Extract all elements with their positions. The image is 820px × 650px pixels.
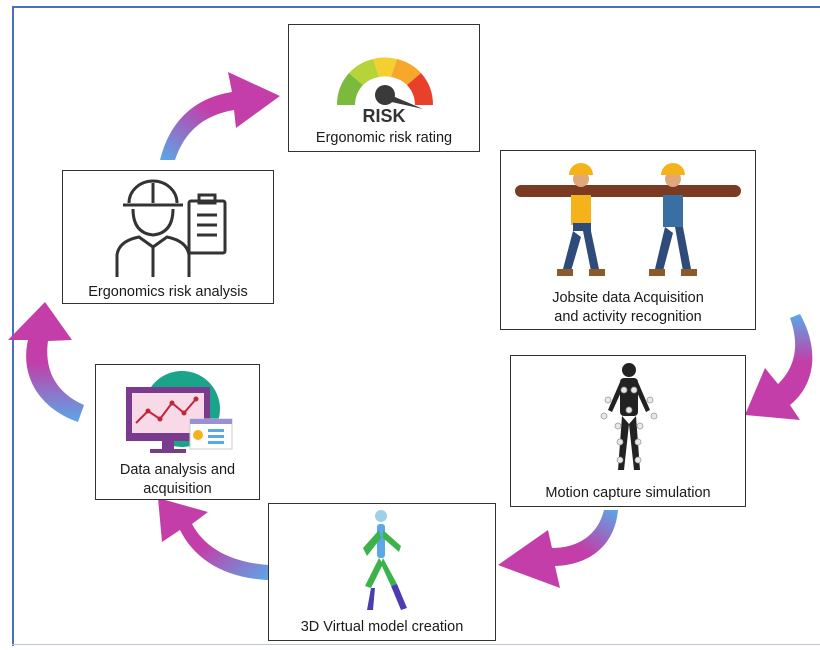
step-caption-jobsite-line1: Jobsite data Acquisition bbox=[552, 290, 704, 306]
step-caption-risk-rating: Ergonomic risk rating bbox=[315, 130, 453, 146]
skeleton-model-icon bbox=[363, 510, 407, 610]
risk-gauge-label: RISK bbox=[362, 106, 406, 126]
monitor-chart-icon bbox=[126, 371, 233, 453]
frame-bottom-border bbox=[12, 644, 820, 645]
arrow-analysis-to-rating bbox=[160, 72, 280, 160]
step-caption-data-analysis-line1: Data analysis and bbox=[119, 462, 236, 478]
workers-carrying-log-icon bbox=[515, 163, 741, 276]
arrow-model-to-data bbox=[158, 498, 268, 580]
arrow-jobsite-to-motion bbox=[745, 314, 813, 420]
step-caption-virtual-model: 3D Virtual model creation bbox=[300, 619, 464, 635]
step-jobsite: Jobsite data Acquisition and activity re… bbox=[500, 150, 756, 330]
step-motion-capture: Motion capture simulation bbox=[510, 355, 746, 507]
step-virtual-model: 3D Virtual model creation bbox=[268, 503, 496, 641]
step-risk-analysis: Ergonomics risk analysis bbox=[62, 170, 274, 304]
worker-clipboard-icon bbox=[115, 179, 227, 277]
step-risk-rating: RISK Ergonomic risk rating bbox=[288, 24, 480, 152]
step-caption-jobsite-line2: and activity recognition bbox=[554, 309, 702, 325]
step-data-analysis: Data analysis and acquisition bbox=[95, 364, 260, 500]
arrow-motion-to-model bbox=[498, 510, 618, 588]
motion-capture-suit-icon bbox=[600, 363, 658, 470]
risk-gauge-icon bbox=[336, 57, 434, 109]
step-caption-data-analysis-line2: acquisition bbox=[143, 481, 212, 497]
frame-top-border bbox=[12, 6, 820, 8]
arrow-data-to-analysis bbox=[8, 302, 84, 422]
step-caption-risk-analysis: Ergonomics risk analysis bbox=[88, 284, 248, 300]
frame-left-border bbox=[12, 6, 14, 646]
step-caption-motion-capture: Motion capture simulation bbox=[545, 485, 711, 501]
